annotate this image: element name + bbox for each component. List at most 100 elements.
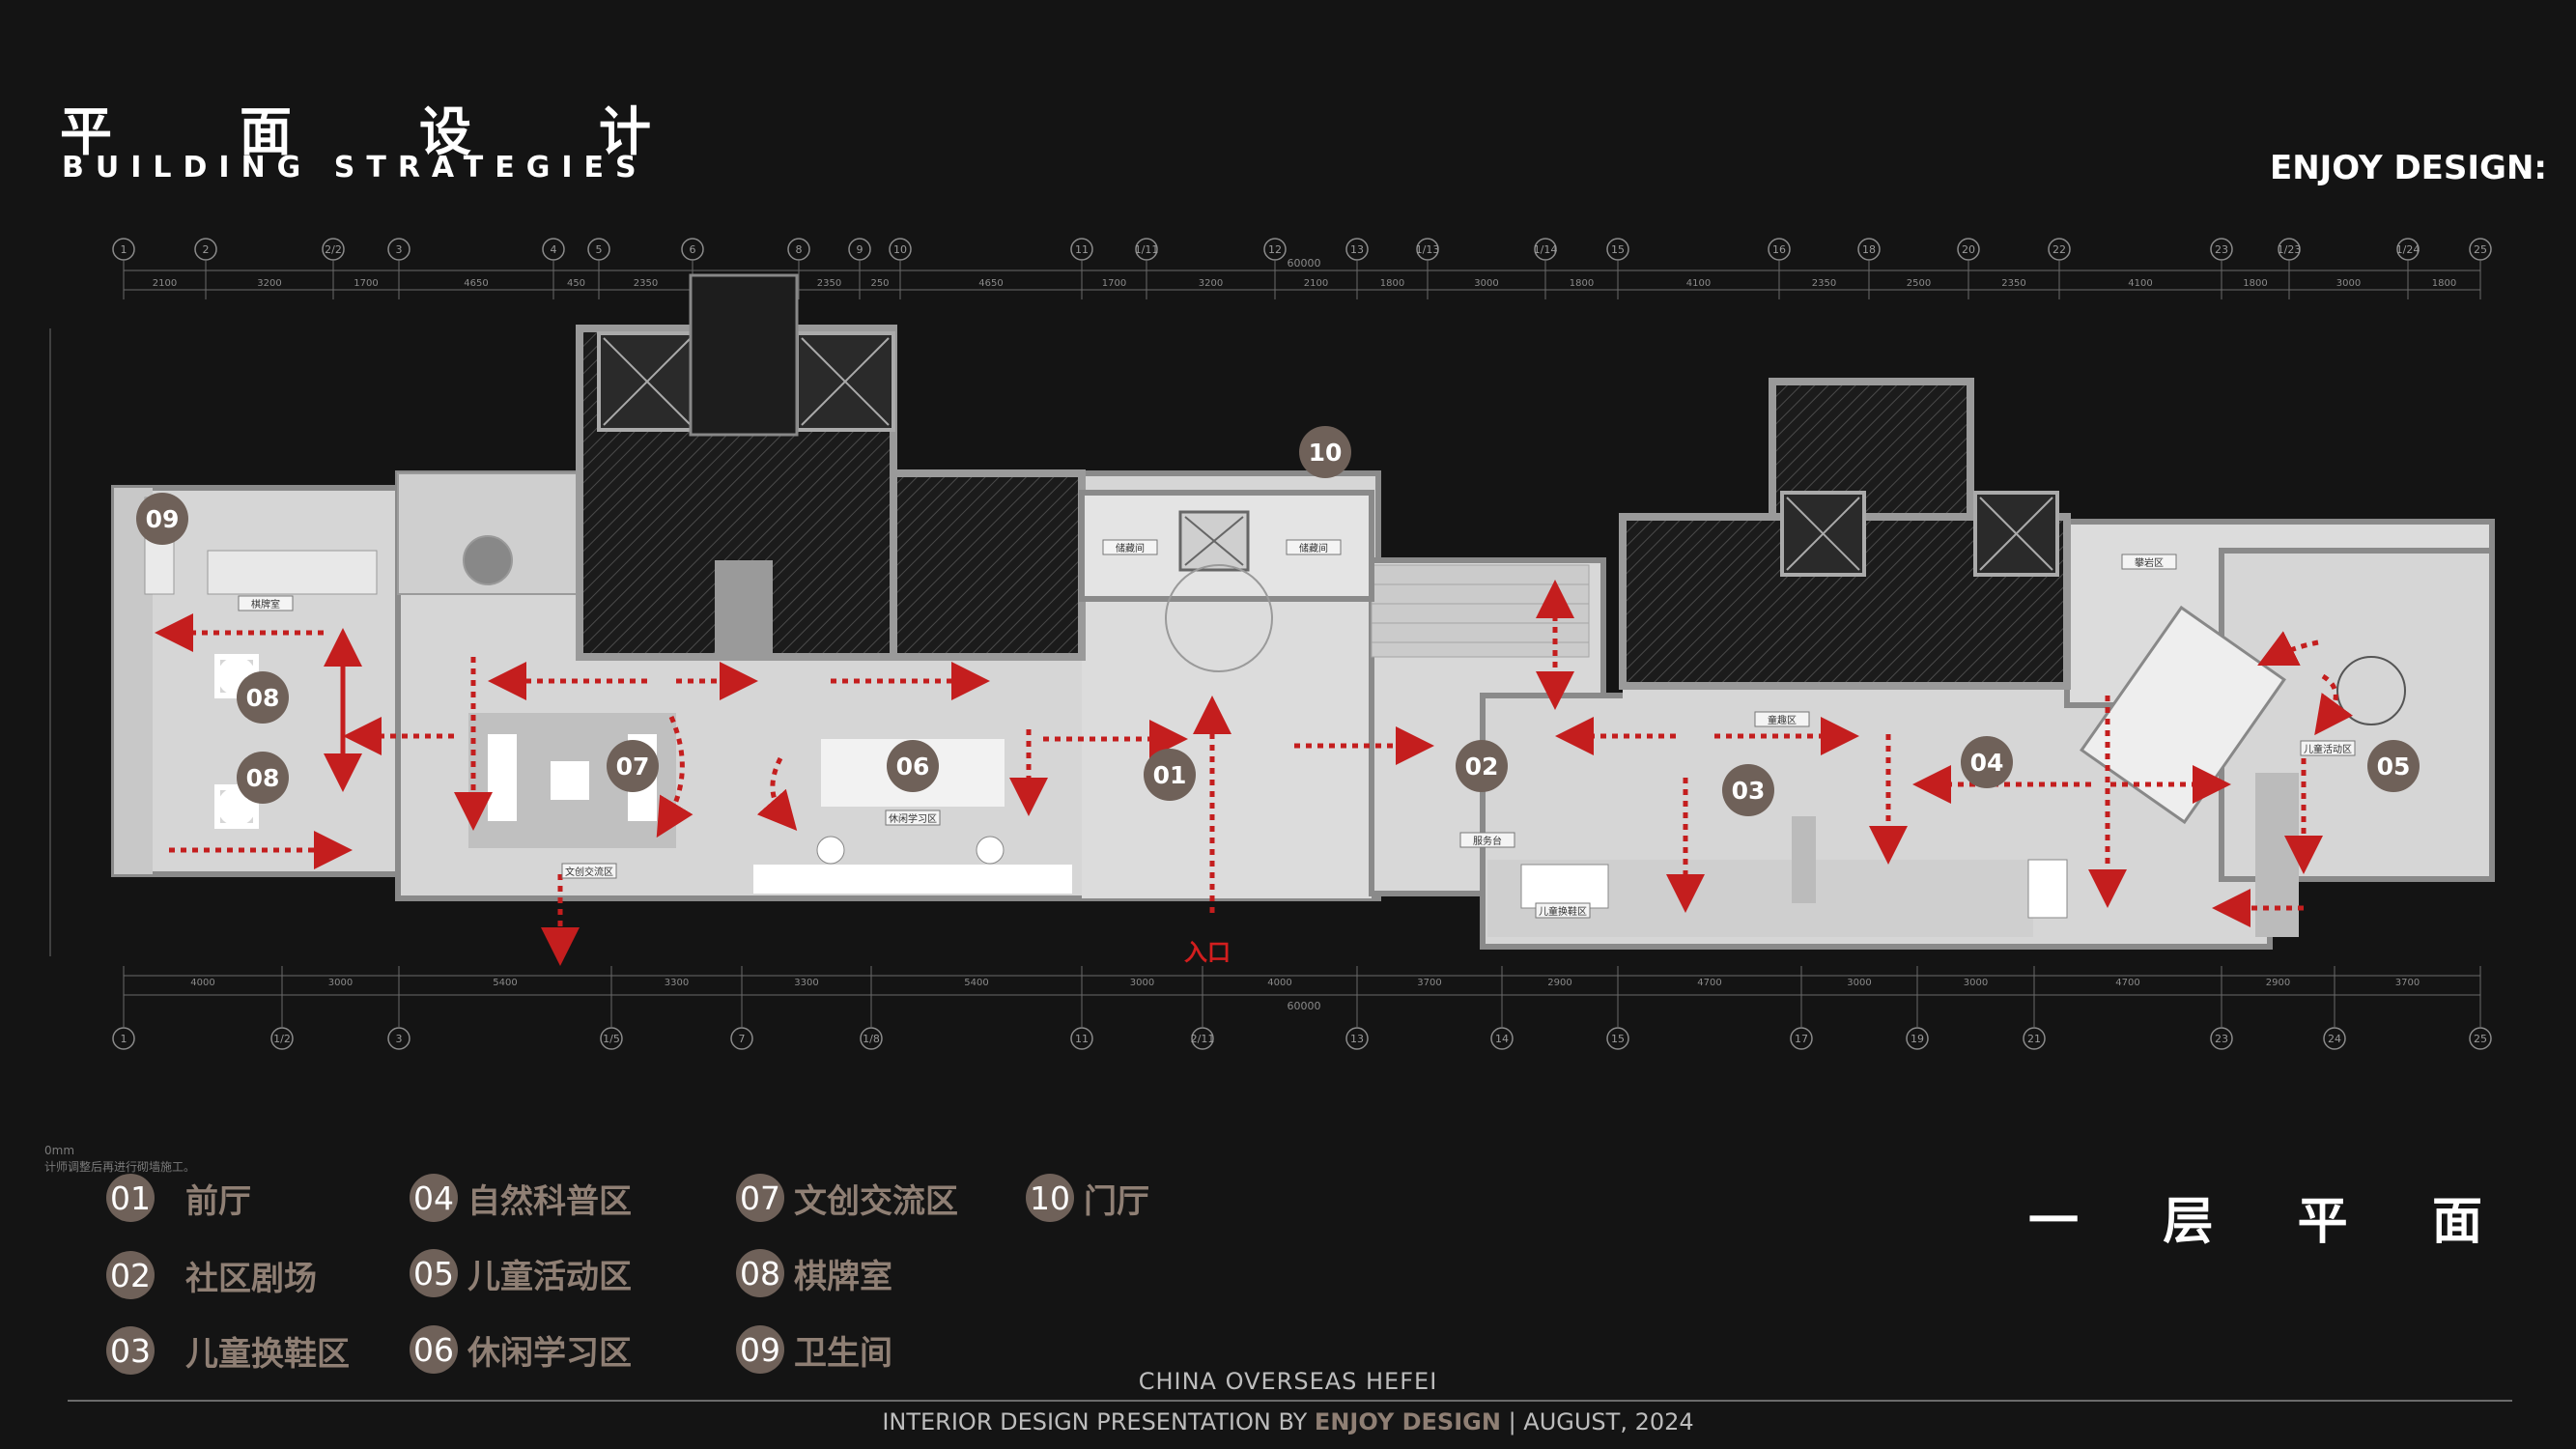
grid-label: 11	[1075, 1033, 1089, 1045]
legend-label: 儿童换鞋区	[185, 1334, 350, 1374]
legend-item: 04 自然科普区	[410, 1174, 632, 1222]
grid-bubble	[2210, 238, 2233, 261]
footer-project: CHINA OVERSEAS HEFEI	[1138, 1368, 1438, 1395]
dimension-value: 3700	[1417, 978, 1441, 988]
grid-label: 16	[1772, 243, 1786, 256]
grid-label: 2/11	[1191, 1033, 1215, 1045]
grid-label: 11	[1075, 243, 1089, 256]
grid-bubble	[112, 238, 135, 261]
grid-label: 23	[2215, 243, 2228, 256]
page-title-en: BUILDING STRATEGIES	[62, 151, 648, 185]
dimension-value: 5400	[964, 978, 988, 988]
grid-bubble	[2210, 1027, 2233, 1050]
stair-west	[397, 472, 578, 595]
legend-item: 02 社区剧场	[106, 1251, 317, 1299]
core-west	[576, 273, 1086, 661]
grid-label: 1/24	[2396, 243, 2420, 256]
zone-marker: 04	[1961, 736, 2013, 788]
zone-marker: 01	[1144, 749, 1196, 801]
grid-bubble	[1490, 1027, 1514, 1050]
floor-title-char: 一	[2028, 1193, 2080, 1251]
grid-bubble	[1957, 238, 1980, 261]
floor-title-char: 面	[2431, 1193, 2482, 1251]
grid-bubble	[542, 238, 565, 261]
zone-marker-num: 03	[1732, 777, 1766, 805]
dimension-value: 2900	[2266, 978, 2290, 988]
grid-label: 1/2	[273, 1033, 291, 1045]
grid-bubble	[1070, 238, 1093, 261]
legend-num: 03	[106, 1326, 155, 1375]
dimension-value: 2500	[1907, 278, 1931, 289]
zone-marker: 06	[887, 740, 939, 792]
legend-num: 10	[1026, 1174, 1074, 1222]
footer-divider	[68, 1400, 2512, 1402]
dimension-value: 3000	[1474, 278, 1498, 289]
zone-marker-num: 07	[616, 753, 650, 781]
core-east	[1619, 378, 2071, 690]
legend-item: 03 儿童换鞋区	[106, 1326, 350, 1375]
grid-bubble	[1768, 238, 1791, 261]
dimension-value: 4700	[2115, 978, 2139, 988]
legend-item: 10 门厅	[1026, 1174, 1149, 1222]
legend-label: 文创交流区	[794, 1181, 958, 1221]
dimension-value: 5400	[493, 978, 517, 988]
grid-label: 21	[2027, 1033, 2041, 1045]
grid-bubble	[787, 238, 810, 261]
dimension-value: 3300	[665, 978, 689, 988]
dimension-value: 3200	[1199, 278, 1223, 289]
grid-label: 3	[396, 243, 403, 256]
grid-label: 1/8	[863, 1033, 880, 1045]
legend-label: 社区剧场	[185, 1259, 317, 1298]
dimension-value: 250	[870, 278, 889, 289]
zone-marker: 05	[2367, 740, 2420, 792]
zone-marker-num: 02	[1465, 753, 1499, 781]
dimension-value: 3000	[1847, 978, 1871, 988]
grid-bubble	[1857, 238, 1881, 261]
dimension-value: 1800	[2432, 278, 2456, 289]
dimension-value: 4000	[190, 978, 214, 988]
room-label: 文创交流区	[565, 866, 613, 878]
room-label: 儿童活动区	[2304, 743, 2352, 755]
grid-bubble	[848, 238, 871, 261]
legend-label: 自然科普区	[467, 1181, 632, 1221]
note-line: 0mm	[44, 1144, 75, 1157]
legend-num: 02	[106, 1251, 155, 1299]
dimension-value: 3000	[1130, 978, 1154, 988]
zone-marker: 08	[237, 671, 289, 724]
footer-credit-brand: ENJOY DESIGN	[1314, 1408, 1501, 1435]
zone-marker: 08	[237, 752, 289, 804]
grid-label: 19	[1911, 1033, 1924, 1045]
legend-item: 09 卫生间	[736, 1325, 892, 1374]
grid-bubble	[2469, 238, 2492, 261]
grid-label: 18	[1862, 243, 1876, 256]
dimension-value: 1800	[2243, 278, 2267, 289]
dimension-value: 4650	[978, 278, 1003, 289]
grid-label: 6	[690, 243, 696, 256]
dimension-value: 4700	[1697, 978, 1721, 988]
grid-bubble	[194, 238, 217, 261]
grid-label: 2/2	[325, 243, 342, 256]
page-title-cn: 平 面 设 计	[60, 89, 651, 165]
room-label: 棋牌室	[251, 598, 280, 611]
dimension-value: 1700	[354, 278, 378, 289]
dimension-value: 2100	[153, 278, 177, 289]
floor-title-char: 平	[2297, 1193, 2348, 1251]
grid-bubble	[2396, 238, 2420, 261]
legend-item: 01 前厅	[106, 1174, 251, 1222]
zone-marker: 10	[1299, 426, 1351, 478]
room-label: 储藏间	[1299, 542, 1328, 554]
footer-credit-post: | AUGUST, 2024	[1500, 1408, 1694, 1435]
title-char: 设	[419, 101, 471, 162]
dimension-values-top: 2100320017004650450235027002350250465017…	[153, 278, 2456, 289]
zone-marker-num: 08	[246, 684, 280, 712]
legend-label: 休闲学习区	[467, 1333, 632, 1373]
grid-bubble	[1191, 1027, 1214, 1050]
title-char: 平	[60, 101, 112, 162]
grid-label: 24	[2328, 1033, 2341, 1045]
legend-num: 09	[736, 1325, 784, 1374]
dimension-value: 1700	[1102, 278, 1126, 289]
grid-label: 4	[551, 243, 557, 256]
legend-item: 05 儿童活动区	[410, 1249, 632, 1297]
